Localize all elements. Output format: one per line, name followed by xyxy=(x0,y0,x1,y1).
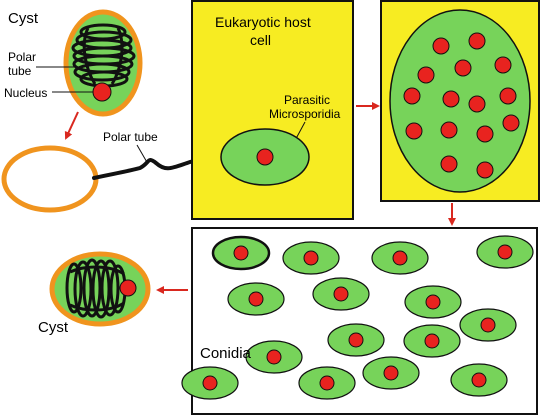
conidium-nucleus xyxy=(425,294,441,310)
nucleus-label: Nucleus xyxy=(4,86,47,100)
arrow-cyst-to-germination xyxy=(64,111,79,140)
conidium-nucleus xyxy=(471,372,487,388)
cyst-top-nucleus xyxy=(92,82,112,102)
conidium xyxy=(476,235,534,269)
conidium xyxy=(211,235,271,271)
conidium xyxy=(459,308,517,342)
conidium xyxy=(403,324,461,358)
dividing-nucleus xyxy=(494,56,512,74)
dividing-nucleus xyxy=(476,161,494,179)
conidium xyxy=(312,277,370,311)
conidia-cells xyxy=(181,235,534,400)
dividing-nucleus xyxy=(403,87,421,105)
conidium xyxy=(327,323,385,357)
polar-tube-label-line1: Polar xyxy=(8,50,36,64)
dividing-parasite xyxy=(389,9,531,193)
conidium-nucleus xyxy=(248,291,264,307)
conidium-nucleus xyxy=(497,244,513,260)
conidium xyxy=(298,366,356,400)
parasitic-label-line2: Microsporidia xyxy=(269,107,341,121)
dividing-nucleus xyxy=(442,90,460,108)
dividing-nucleus xyxy=(432,37,450,55)
conidium-nucleus xyxy=(266,349,282,365)
dividing-nucleus xyxy=(417,66,435,84)
parasitic-label-line1: Parasitic xyxy=(284,93,330,107)
cyst-bottom-label: Cyst xyxy=(38,319,69,336)
polar-tube-label-line2: tube xyxy=(8,64,32,78)
conidium xyxy=(371,241,429,275)
conidium-nucleus xyxy=(202,375,218,391)
host-cell-label-line1: Eukaryotic host xyxy=(215,14,311,30)
cyst-top xyxy=(63,9,143,117)
conidia-label: Conidia xyxy=(200,345,252,362)
dividing-nucleus xyxy=(502,114,520,132)
conidium xyxy=(227,282,285,316)
dividing-nucleus xyxy=(476,125,494,143)
dividing-nucleus xyxy=(499,87,517,105)
conidium xyxy=(362,356,420,390)
conidium-nucleus xyxy=(348,332,364,348)
conidium-nucleus xyxy=(424,333,440,349)
polar-tube-label: Polar tube xyxy=(103,130,158,144)
conidium xyxy=(282,241,340,275)
dividing-nucleus xyxy=(440,155,458,173)
dividing-nucleus xyxy=(468,95,486,113)
conidium-nucleus xyxy=(303,250,319,266)
dividing-parasite-nuclei xyxy=(403,32,520,179)
conidium-nucleus xyxy=(319,375,335,391)
empty-spore xyxy=(1,145,99,213)
polar-tube-label-leader xyxy=(136,144,149,165)
dividing-nucleus xyxy=(468,32,486,50)
cyst-top-label: Cyst xyxy=(8,10,39,27)
dividing-nucleus xyxy=(454,59,472,77)
cyst-bottom-nucleus xyxy=(119,279,137,297)
parasite-nucleus xyxy=(256,148,274,166)
conidium xyxy=(245,340,303,374)
dividing-nucleus xyxy=(405,122,423,140)
host-cell-label-line2: cell xyxy=(250,32,271,48)
conidium-nucleus xyxy=(333,286,349,302)
conidium-nucleus xyxy=(392,250,408,266)
conidium xyxy=(181,366,239,400)
cyst-top-polar-tube-coil xyxy=(71,23,136,88)
conidium xyxy=(404,285,462,319)
conidium-nucleus xyxy=(480,317,496,333)
cyst-bottom xyxy=(49,251,151,327)
conidium-nucleus xyxy=(233,245,249,261)
conidium xyxy=(450,363,508,397)
dividing-nucleus xyxy=(440,121,458,139)
conidium-nucleus xyxy=(383,365,399,381)
